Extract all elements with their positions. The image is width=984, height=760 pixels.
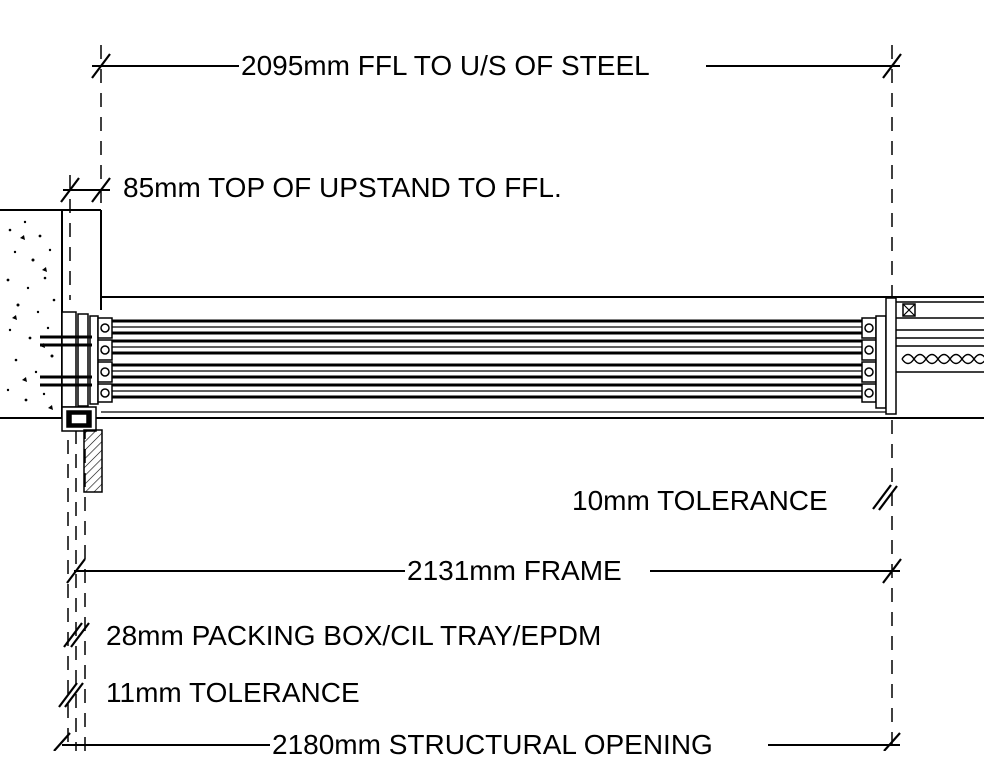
extension-lines	[67, 45, 893, 751]
dim-label-upstand-to-ffl: 85mm TOP OF UPSTAND TO FFL.	[121, 172, 564, 203]
glazing-layers	[112, 319, 866, 399]
upstand	[62, 209, 102, 310]
dimension-lines	[62, 65, 900, 746]
dim-label-structural-opening: 2180mm STRUCTURAL OPENING	[270, 729, 715, 760]
fixing-bolts	[40, 335, 92, 387]
rooflight-frame	[0, 296, 984, 419]
dim-label-tolerance-right: 10mm TOLERANCE	[570, 485, 830, 516]
dim-label-ffl-to-steel: 2095mm FFL TO U/S OF STEEL	[239, 50, 652, 81]
dimension-ticks	[53, 53, 902, 752]
right-frame-profile	[861, 297, 897, 415]
dim-label-frame: 2131mm FRAME	[405, 555, 624, 586]
concrete-wall	[0, 209, 63, 419]
roof-buildup	[896, 301, 984, 373]
timber-packer	[83, 429, 103, 493]
left-frame-profile	[61, 311, 113, 432]
dim-label-packing: 28mm PACKING BOX/CIL TRAY/EPDM	[104, 620, 604, 651]
dim-label-tolerance-left: 11mm TOLERANCE	[104, 677, 362, 708]
